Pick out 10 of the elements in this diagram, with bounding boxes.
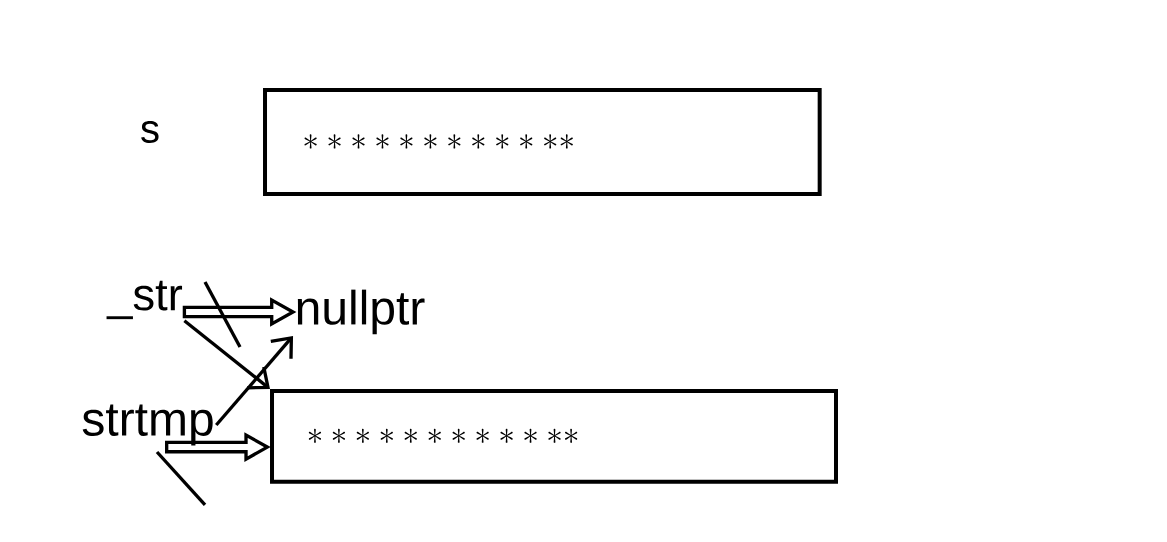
block-arrow xyxy=(182,297,297,327)
block-arrow xyxy=(165,432,271,462)
arrow xyxy=(215,335,294,427)
variable-name: _str xyxy=(106,280,183,320)
arrow xyxy=(183,319,270,390)
variable-name: strtmp xyxy=(82,404,213,446)
variable-name: s xyxy=(141,121,159,143)
variable-name: nullptr xyxy=(297,289,425,335)
memory-box: $************$ xyxy=(270,389,838,484)
memory-box: $************$ xyxy=(263,88,822,196)
